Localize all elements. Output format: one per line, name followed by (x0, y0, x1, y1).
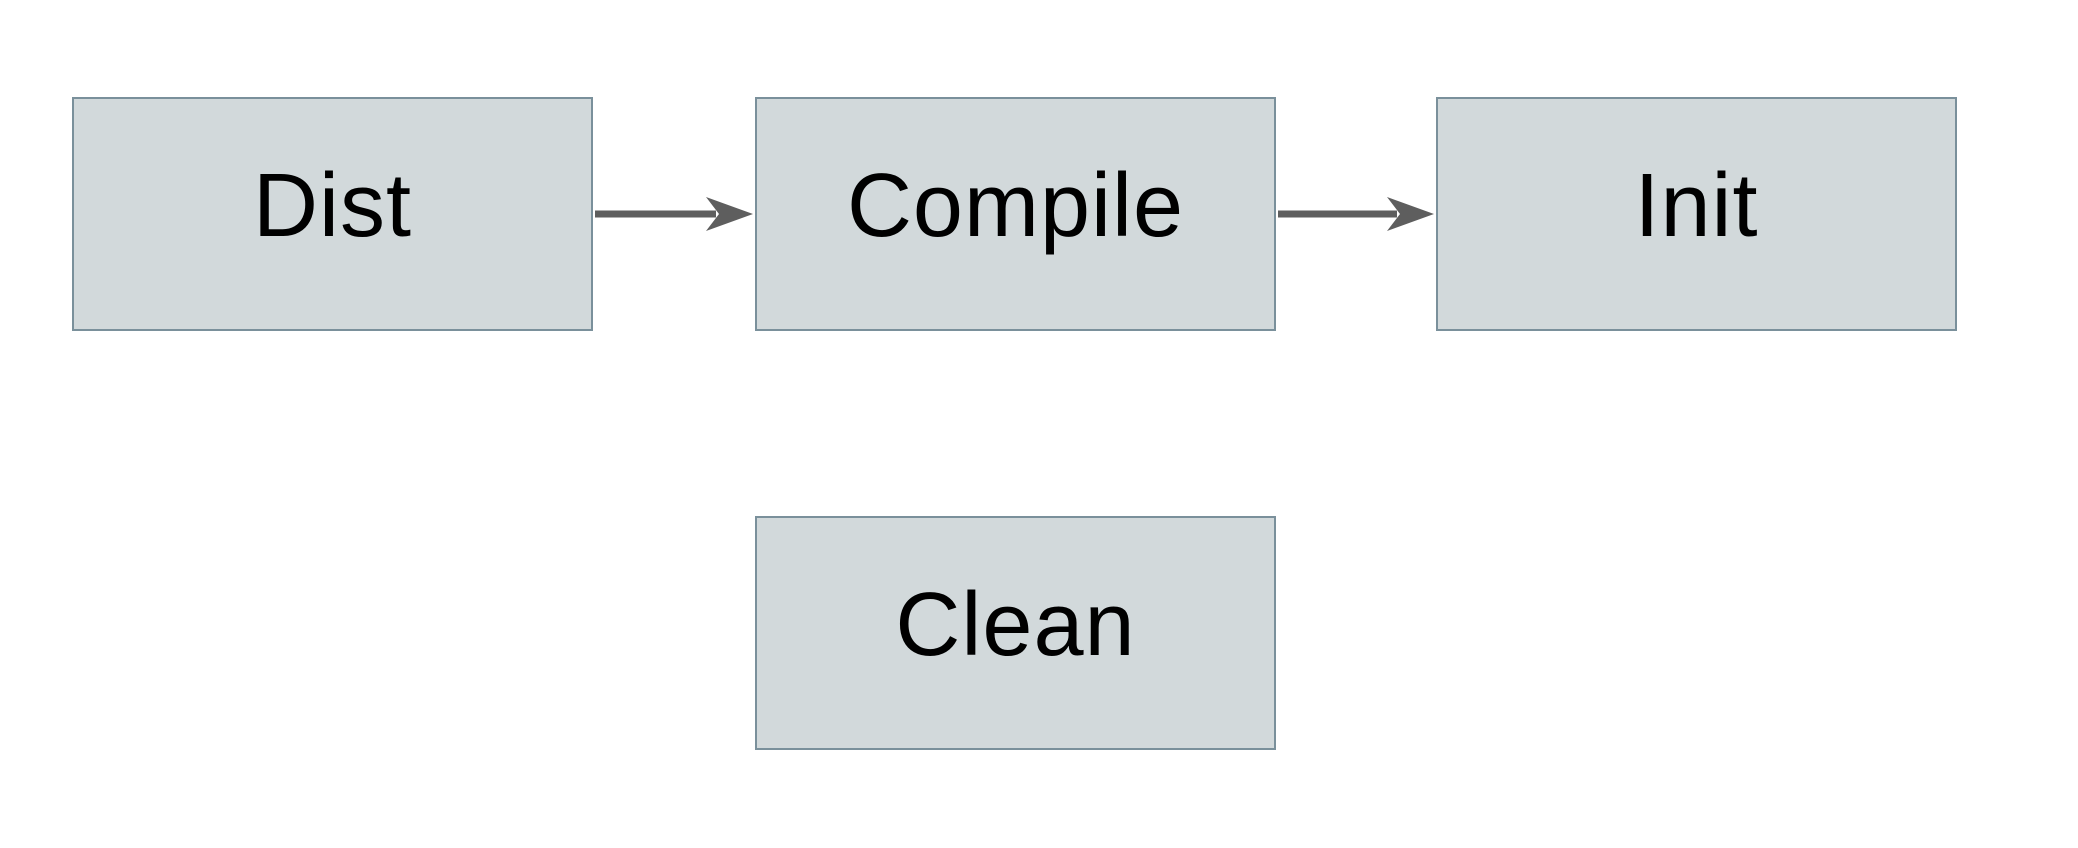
arrow-dist-to-compile (595, 197, 753, 231)
node-init[interactable]: Init (1436, 97, 1957, 331)
node-compile-label: Compile (846, 156, 1185, 256)
arrowhead-icon (1387, 197, 1434, 231)
node-dist[interactable]: Dist (72, 97, 593, 331)
node-clean[interactable]: Clean (755, 516, 1276, 750)
node-init-label: Init (1634, 156, 1759, 256)
node-dist-label: Dist (253, 156, 412, 256)
node-clean-label: Clean (895, 575, 1136, 675)
arrowhead-icon (706, 197, 753, 231)
node-compile[interactable]: Compile (755, 97, 1276, 331)
arrow-compile-to-init (1278, 197, 1434, 231)
